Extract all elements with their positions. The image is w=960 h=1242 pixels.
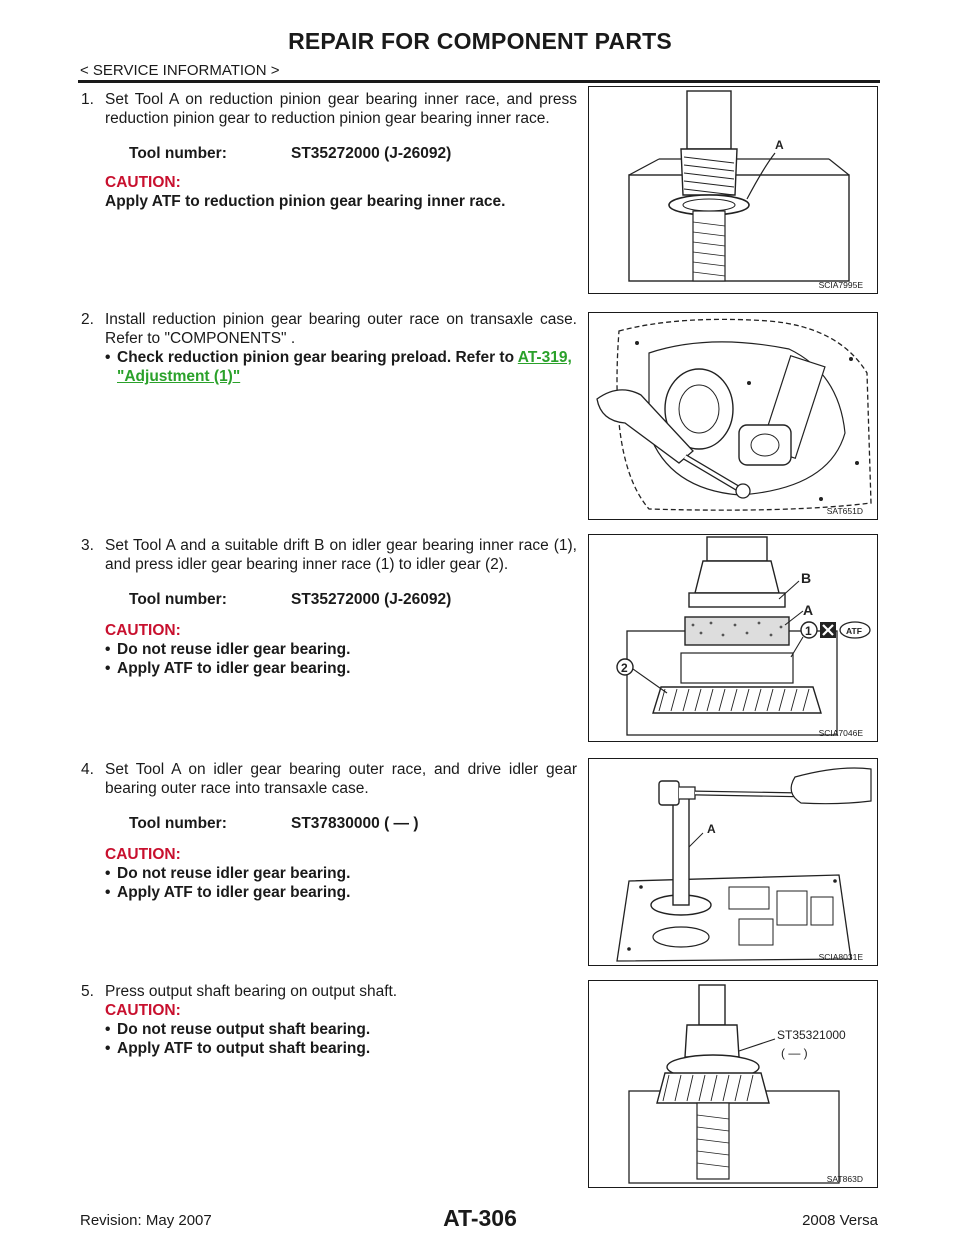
header-divider xyxy=(78,80,880,83)
figure-output-shaft-press: ST35321000 ( — ) SAT863D xyxy=(588,980,878,1188)
figure-idler-inner-race-press: B A 1 ATF 2 SCIA7046E xyxy=(588,534,878,742)
step-number: 5. xyxy=(81,983,94,1000)
figure-code: SAT651D xyxy=(826,506,863,516)
bullet-mark: • xyxy=(105,660,111,677)
step-text: Set Tool A and a suitable drift B on idl… xyxy=(105,537,577,573)
figure-code: SAT863D xyxy=(826,1174,863,1184)
caution-item-text: Apply ATF to idler gear bearing. xyxy=(117,660,351,677)
tool-number: Tool number: ST37830000 ( — ) xyxy=(129,814,577,833)
bullet-mark: • xyxy=(105,1021,111,1038)
step-2: 2. Install reduction pinion gear bearing … xyxy=(81,310,577,386)
figure-outer-race-install: SAT651D xyxy=(588,312,878,520)
bullet-text: Check reduction pinion gear bearing prel… xyxy=(117,349,515,366)
caution-item: • Apply ATF to output shaft bearing. xyxy=(105,1039,577,1058)
page-title: REPAIR FOR COMPONENT PARTS xyxy=(288,28,672,54)
caution-item-text: Apply ATF to idler gear bearing. xyxy=(117,884,351,901)
caution-item-text: Do not reuse idler gear bearing. xyxy=(117,641,351,658)
caution-label: CAUTION: xyxy=(105,174,181,191)
bullet-mark: • xyxy=(105,865,111,882)
hammer-illustration: A xyxy=(616,767,872,962)
figure-tool-number: ST35321000 xyxy=(777,1028,846,1042)
figure-label-2: 2 xyxy=(621,661,628,675)
no-reuse-icon xyxy=(820,622,836,638)
tool-label: Tool number: xyxy=(129,815,227,832)
caution-item-text: Do not reuse output shaft bearing. xyxy=(117,1021,371,1038)
figure-label-a: A xyxy=(803,602,813,618)
tool-value: ST37830000 ( — ) xyxy=(291,815,419,832)
tool-value: ST35272000 (J-26092) xyxy=(291,145,452,162)
caution-item-text: Do not reuse idler gear bearing. xyxy=(117,865,351,882)
tool-value: ST35272000 (J-26092) xyxy=(291,591,452,608)
figure-label-a: A xyxy=(775,138,784,152)
revision-date: Revision: May 2007 xyxy=(80,1212,212,1229)
page-number: AT-306 xyxy=(443,1205,517,1231)
step-1: 1. Set Tool A on reduction pinion gear be… xyxy=(81,90,577,211)
figure-code: SCIA8031E xyxy=(818,952,863,962)
case-illustration xyxy=(596,318,872,511)
caution-item: • Do not reuse idler gear bearing. xyxy=(105,640,577,659)
caution-label: CAUTION: xyxy=(105,846,181,863)
vehicle-model: 2008 Versa xyxy=(802,1212,878,1229)
step-number: 2. xyxy=(81,311,94,328)
step-text: Set Tool A on reduction pinion gear bear… xyxy=(105,91,577,127)
caution-item: • Do not reuse output shaft bearing. xyxy=(105,1020,577,1039)
caution-item-text: Apply ATF to output shaft bearing. xyxy=(117,1040,371,1057)
bullet-mark: • xyxy=(105,349,111,366)
caution-label: CAUTION: xyxy=(105,1002,181,1019)
bullet-mark: • xyxy=(105,1040,111,1057)
step-5: 5. Press output shaft bearing on output s… xyxy=(81,982,577,1058)
step-number: 1. xyxy=(81,91,94,108)
tool-number: Tool number: ST35272000 (J-26092) xyxy=(129,590,577,609)
figure-code: SCIA7995E xyxy=(818,280,863,290)
caution-item: • Apply ATF to idler gear bearing. xyxy=(105,883,577,902)
tool-number: Tool number: ST35272000 (J-26092) xyxy=(129,144,577,163)
figure-tool-alt: ( — ) xyxy=(781,1046,808,1060)
figure-atf-label: ATF xyxy=(846,626,862,636)
step-text: Press output shaft bearing on output sha… xyxy=(105,983,398,1000)
caution-text: Apply ATF to reduction pinion gear beari… xyxy=(105,193,506,210)
tool-label: Tool number: xyxy=(129,591,227,608)
caution-item: • Apply ATF to idler gear bearing. xyxy=(105,659,577,678)
step-text: Set Tool A on idler gear bearing outer r… xyxy=(105,761,577,797)
press-illustration: A xyxy=(628,90,850,282)
caution-label: CAUTION: xyxy=(105,622,181,639)
section-label: < SERVICE INFORMATION > xyxy=(80,62,280,79)
idler-press-illustration: B A 1 ATF 2 xyxy=(616,536,871,736)
step-3: 3. Set Tool A and a suitable drift B on i… xyxy=(81,536,577,678)
step-number: 4. xyxy=(81,761,94,778)
step-4: 4. Set Tool A on idler gear bearing outer… xyxy=(81,760,577,902)
figure-idler-outer-race-drive: A SCIA8031E xyxy=(588,758,878,966)
atf-icon xyxy=(839,621,871,639)
figure-reduction-pinion-press: A SCIA7995E xyxy=(588,86,878,294)
caution-item: • Do not reuse idler gear bearing. xyxy=(105,864,577,883)
output-shaft-illustration: ST35321000 ( — ) xyxy=(628,984,846,1184)
step-number: 3. xyxy=(81,537,94,554)
adjustment-link[interactable]: AT-319, "Adjustment (1)" xyxy=(117,349,572,385)
figure-label-1: 1 xyxy=(805,624,812,638)
figure-label-b: B xyxy=(801,570,811,586)
figure-label-a: A xyxy=(707,822,716,836)
tool-label: Tool number: xyxy=(129,145,227,162)
bullet-mark: • xyxy=(105,641,111,658)
step-text: Install reduction pinion gear bearing ou… xyxy=(105,311,577,347)
preload-check-item: • Check reduction pinion gear bearing pr… xyxy=(105,348,577,386)
figure-code: SCIA7046E xyxy=(818,728,863,738)
bullet-mark: • xyxy=(105,884,111,901)
